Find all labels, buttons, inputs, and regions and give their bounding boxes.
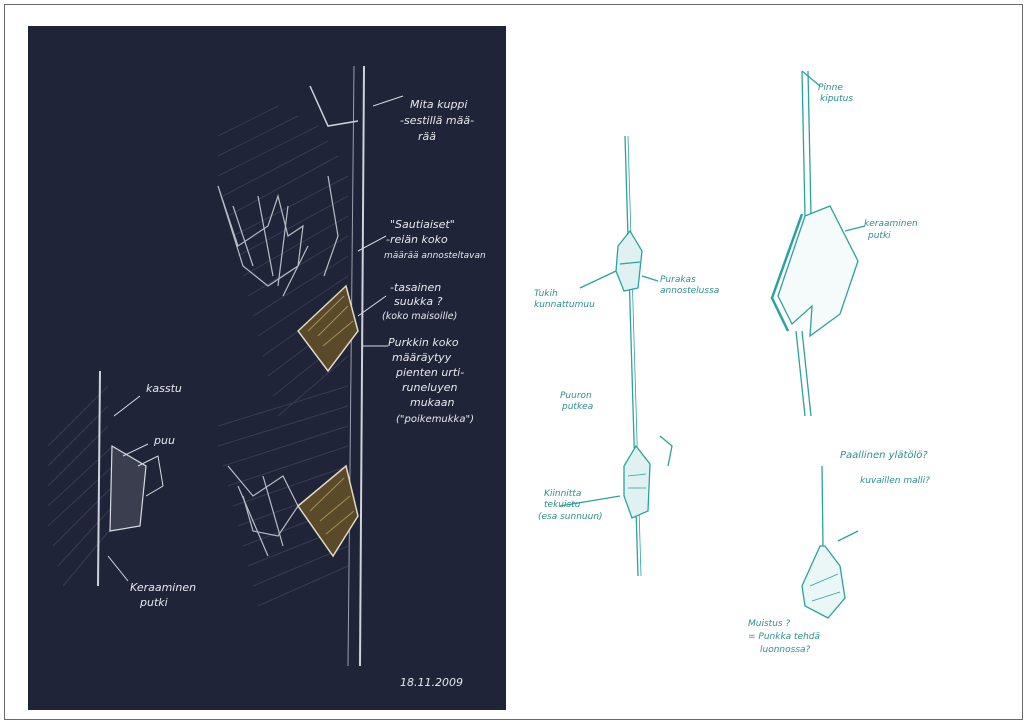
note-tukih-2: kunnattumuu (534, 300, 595, 310)
note-pinne-2: kiputus (820, 94, 853, 104)
note-tasainen-1: -tasainen (390, 281, 441, 294)
note-keraaminen-2: putki (139, 596, 168, 609)
note-keraaminen-putki-1: keraaminen (864, 219, 918, 229)
note-paallinen: Paallinen ylätölö? (840, 450, 928, 461)
note-mita-kuppi-2: -sestillä mää- (400, 114, 474, 127)
note-kasstu: kasstu (146, 382, 182, 395)
note-puuron-1: Puuron (560, 391, 592, 401)
note-tasainen-3: (koko maisoille) (382, 311, 457, 322)
white-paper-sketch: Pinne kiputus keraaminen putki Tukih kun… (520, 26, 1020, 710)
white-pencil-drawing: Mita kuppi -sestillä mää- rää "Sautiaise… (28, 26, 506, 710)
note-muistus-1: Muistus ? (748, 619, 790, 629)
sketch-date: 18.11.2009 (400, 676, 463, 689)
dark-paper-sketch: Mita kuppi -sestillä mää- rää "Sautiaise… (28, 26, 506, 710)
note-tukih-1: Tukih (534, 289, 558, 299)
note-purakas-2: annostelussa (660, 286, 719, 296)
note-purkin-koko-4: runeluyen (402, 381, 458, 394)
note-keraaminen-putki-2: putki (867, 231, 891, 241)
note-kuvaillen: kuvaillen malli? (860, 476, 930, 486)
note-keraaminen-1: Keraaminen (130, 581, 196, 594)
note-muistus-3: luonnossa? (760, 645, 811, 655)
teal-pencil-drawing: Pinne kiputus keraaminen putki Tukih kun… (520, 26, 1020, 710)
note-puu: puu (153, 434, 175, 447)
note-purkin-koko-6: ("poikemukka") (396, 414, 474, 425)
note-sautiaiset-2: -reiän koko (386, 233, 448, 246)
note-puuron-2: putkea (561, 402, 593, 412)
note-purkin-koko-3: pienten urti- (395, 366, 464, 379)
note-purkin-koko-5: mukaan (410, 396, 455, 409)
note-mita-kuppi-1: Mita kuppi (410, 98, 467, 111)
note-sautiaiset-1: "Sautiaiset" (390, 218, 455, 231)
note-purkin-koko-2: määräytyy (392, 351, 452, 364)
note-kiinnitetta-1: Kiinnitta (544, 489, 581, 499)
note-kiinnitetta-3: (esa sunnuun) (538, 512, 603, 522)
note-purkin-koko-1: Purkkin koko (388, 336, 459, 349)
note-tasainen-2: suukka ? (394, 295, 443, 308)
note-sautiaiset-3: määrää annosteltavan (384, 251, 486, 261)
note-kiinnitetta-2: tekuistu (544, 500, 581, 510)
note-mita-kuppi-3: rää (418, 130, 436, 143)
note-purakas-1: Purakas (660, 275, 696, 285)
note-muistus-2: = Punkka tehdä (748, 632, 820, 642)
note-pinne-1: Pinne (818, 83, 843, 93)
